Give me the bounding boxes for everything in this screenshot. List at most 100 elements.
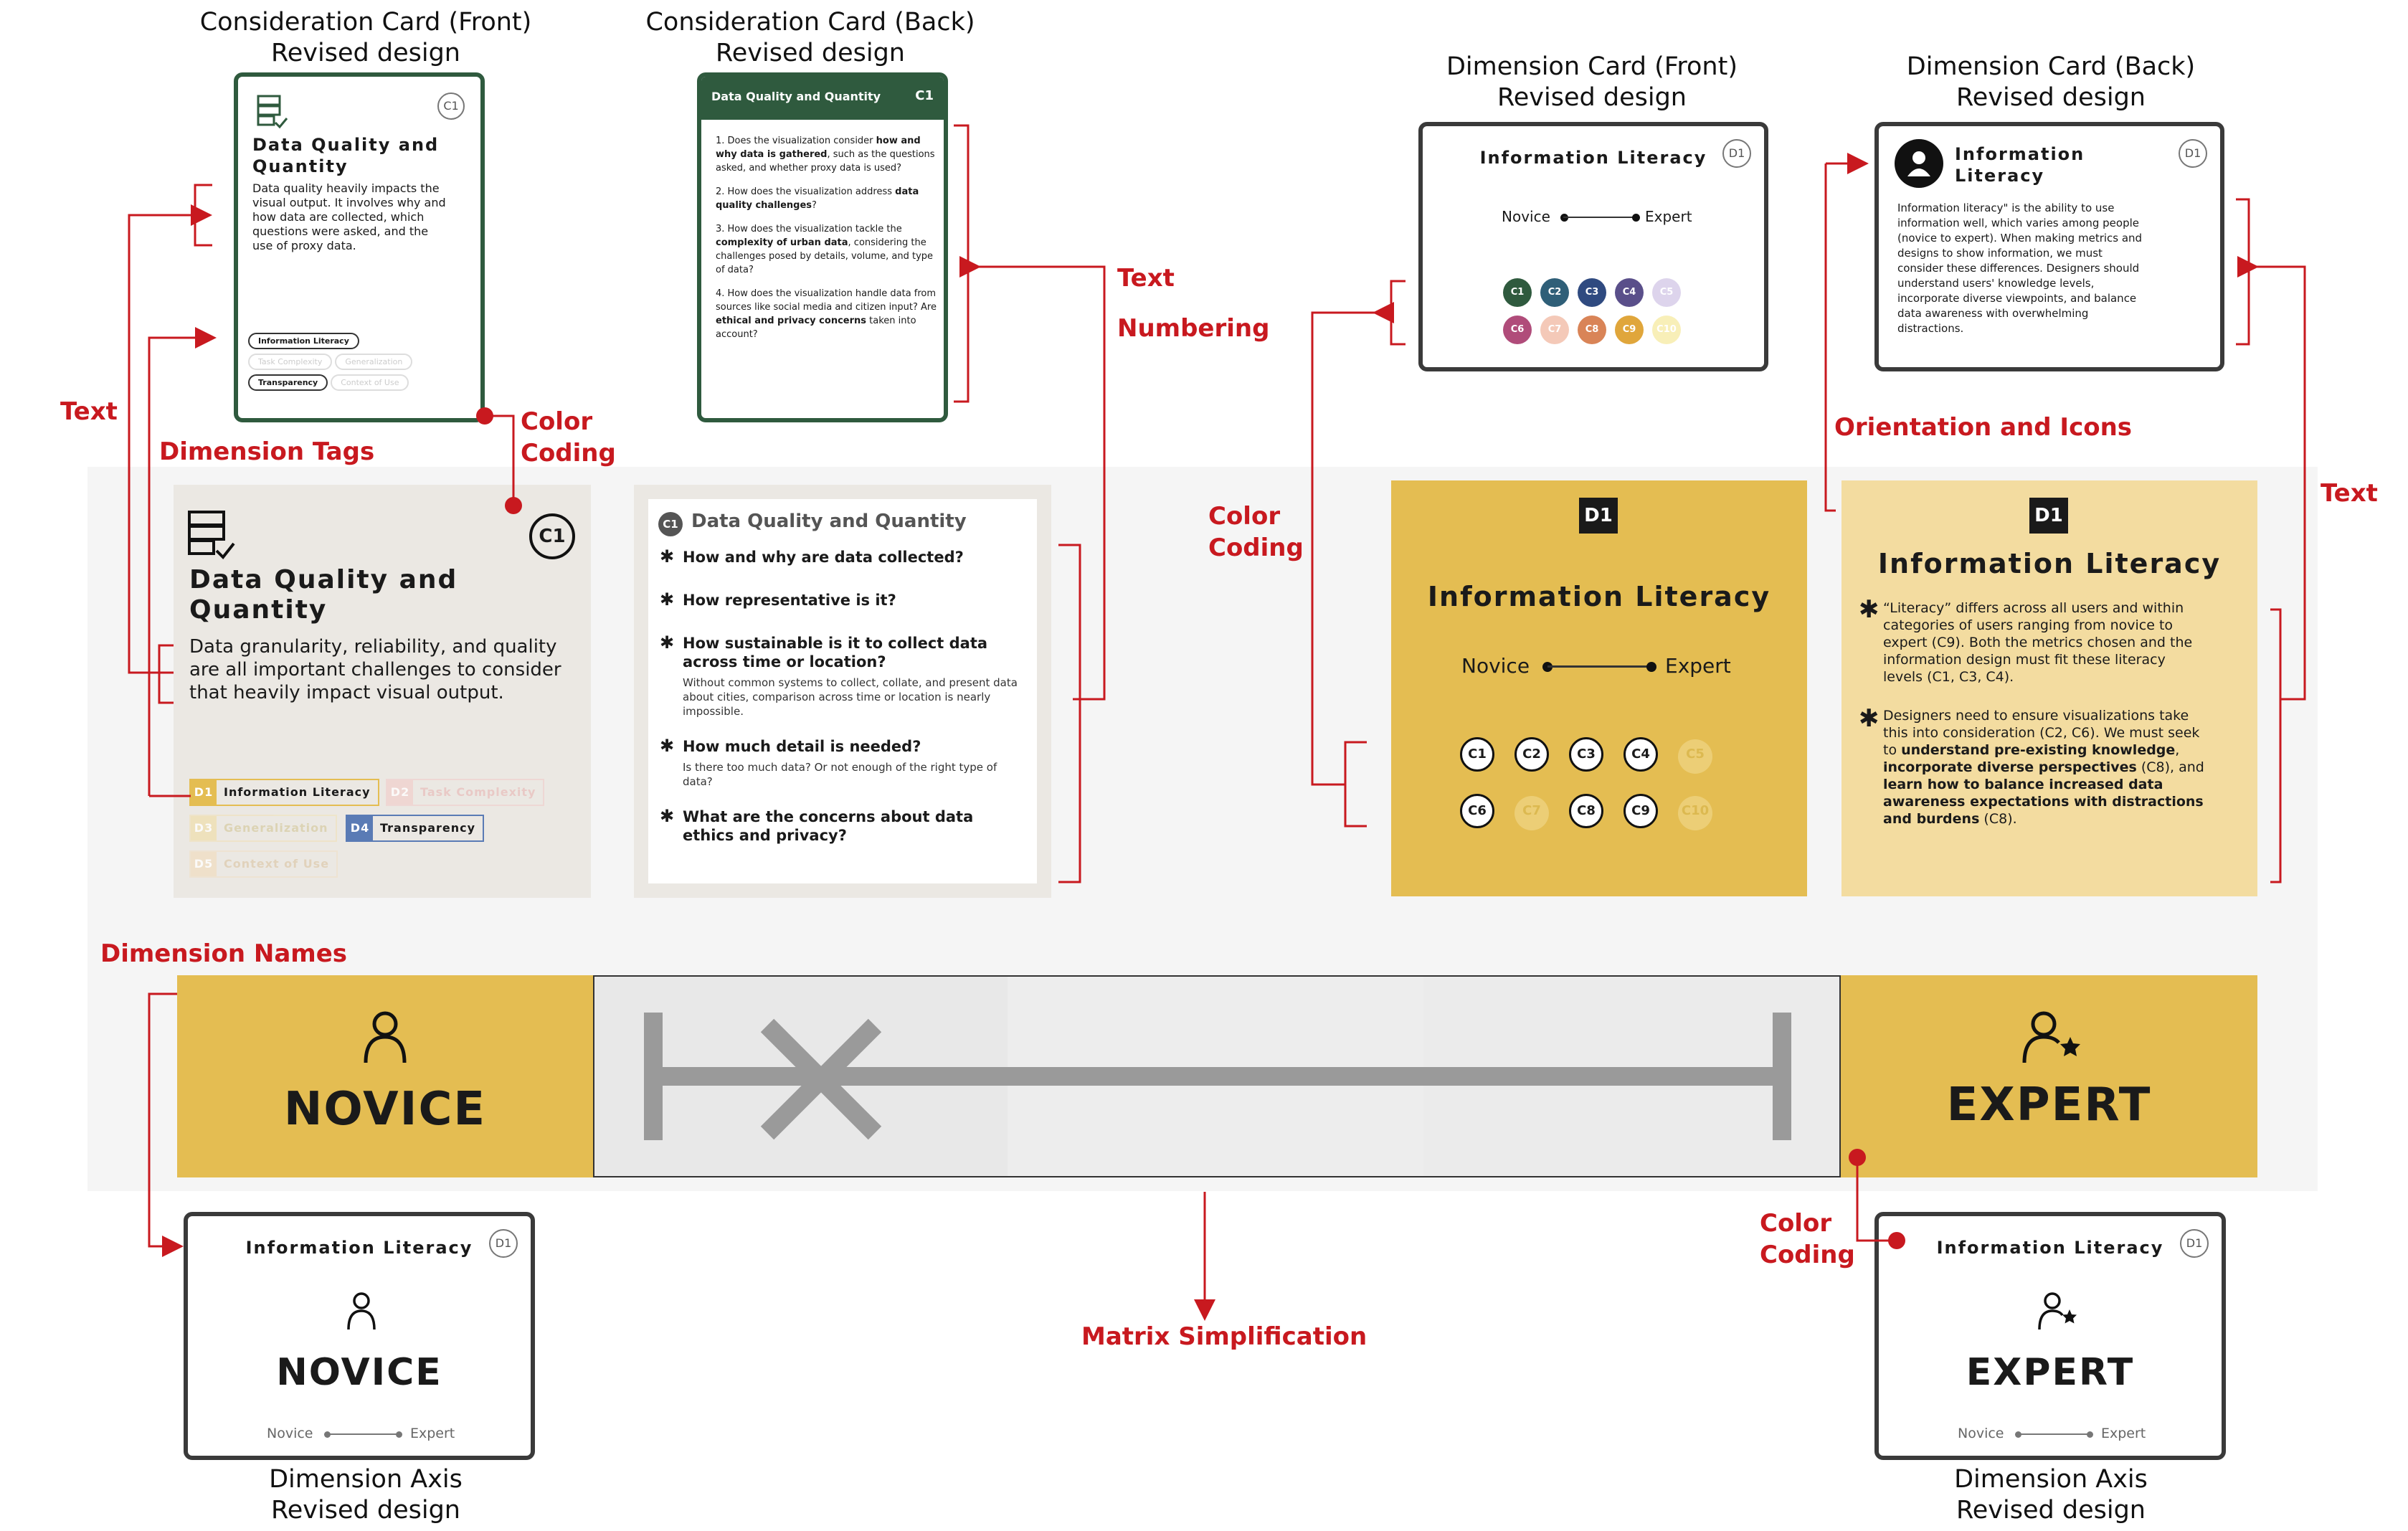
bullet-asterisk-icon: ✱ [1859, 704, 1880, 733]
question-subtext: Without common systems to collect, colla… [683, 676, 1018, 718]
bullet-asterisk-icon: ✱ [660, 632, 675, 653]
card-title: Data Quality and Quantity [252, 134, 439, 177]
card-badge: C1 [437, 93, 465, 120]
axis-expert-label: Expert [410, 1426, 455, 1441]
axis-dot [2087, 1431, 2093, 1438]
card-code: C1 [915, 88, 934, 103]
user-icon [364, 1011, 407, 1063]
card-title: Information Literacy [1936, 1238, 2164, 1258]
body-line: Information literacy" is the ability to … [1897, 202, 2115, 214]
consideration-dot: C10 [1652, 316, 1681, 344]
card-badge: C1 [529, 513, 575, 559]
matrix-novice-label: NOVICE [283, 1083, 487, 1136]
bullet-asterisk-icon: ✱ [1859, 595, 1880, 624]
bullet-asterisk-icon: ✱ [660, 589, 675, 610]
consideration-dot: C3 [1578, 278, 1606, 307]
consideration-circle: C9 [1623, 794, 1658, 828]
body-line: levels (C1, C3, C4). [1883, 669, 2014, 685]
body-line: Data granularity, reliability, and quali… [189, 636, 557, 658]
database-icon [188, 511, 235, 560]
question-item: ✱What are the concerns about data ethics… [660, 806, 1025, 845]
card-title: Data Quality and Quantity [189, 565, 458, 625]
axis-line [327, 1433, 399, 1435]
dimension-tag[interactable]: Generalization [335, 354, 413, 370]
label-line: Color [521, 407, 593, 436]
dimension-tag[interactable]: Context of Use [331, 374, 409, 391]
axis-novice-label: Novice [1461, 654, 1530, 678]
dimension-tag[interactable]: Task Complexity [248, 354, 333, 370]
body-line: “Literacy” differs across all users and … [1883, 600, 2184, 616]
axis-novice-label: Novice [1502, 208, 1550, 225]
consideration-dot: C9 [1615, 316, 1644, 344]
annotation-dimension-names-label: Dimension Names [100, 939, 347, 968]
database-icon [257, 95, 288, 129]
title-line: Quantity [252, 156, 349, 176]
body-line: use of proxy data. [252, 239, 356, 252]
axis-line [1547, 665, 1649, 668]
dimension-tag[interactable]: Information Literacy [248, 333, 359, 349]
bullet-asterisk-icon: ✱ [660, 736, 675, 756]
card-badge: D1 [2179, 139, 2207, 168]
body-line: awareness expectations with distractions [1883, 794, 2204, 810]
axis-expert-label: Expert [1645, 208, 1692, 225]
old-cons-back-card: C1 Data Quality and Quantity ✱How and wh… [634, 485, 1051, 898]
question-item: 2. How does the visualization address da… [716, 186, 919, 211]
cons-front-card: C1 Data Quality and Quantity Data qualit… [234, 72, 485, 422]
axis-dot [1632, 214, 1640, 222]
body-line: to understand pre-existing knowledge, [1883, 742, 2180, 758]
card-title: Information Literacy [1877, 548, 2222, 579]
header-dim-front: Dimension Card (Front) Revised design [1391, 52, 1793, 113]
question-subtext: Is there too much data? Or not enough of… [683, 761, 997, 788]
axis-card-name: EXPERT [1966, 1351, 2135, 1394]
label-line: Coding [1760, 1241, 1855, 1269]
header-line: Revised design [1956, 1496, 2146, 1525]
header-axis-right: Dimension Axis Revised design [1850, 1464, 2252, 1526]
consideration-dot: C2 [1540, 278, 1569, 307]
card-code: D1 [2029, 498, 2068, 534]
consideration-circle: C3 [1569, 737, 1603, 772]
consideration-circle: C5 [1678, 739, 1712, 774]
question-item: ✱How and why are data collected? [660, 546, 1025, 567]
annotation-numbering-label: Numbering [1117, 314, 1270, 343]
annotation-matrix-simplification-label: Matrix Simplification [1081, 1322, 1367, 1351]
question-item: 4. How does the visualization handle dat… [716, 288, 937, 340]
question-text: How and why are data collected? [683, 549, 964, 566]
question-item: 3. How does the visualization tackle the… [716, 224, 934, 275]
user-star-icon [2038, 1292, 2077, 1330]
label-line: Color [1760, 1209, 1832, 1238]
card-title: Data Quality and Quantity [691, 511, 967, 532]
body-line: visual output. It involves why and [252, 196, 446, 209]
axis-dot [396, 1431, 402, 1438]
annotation-color-coding-label: Color Coding [1208, 501, 1304, 564]
consideration-circle: C7 [1515, 796, 1549, 830]
body-line: distractions. [1897, 322, 1964, 335]
card-inner: C1 Data Quality and Quantity ✱How and wh… [648, 499, 1037, 883]
annotation-text-label: Text [60, 397, 118, 426]
card-body: Data quality heavily impacts the visual … [252, 181, 475, 253]
body-line: and burdens (C8). [1883, 811, 2017, 827]
body-line: are all important challenges to consider [189, 659, 561, 681]
dimension-tag[interactable]: Transparency [248, 374, 328, 391]
cons-back-card: Data Quality and Quantity C1 1. Does the… [697, 72, 948, 422]
body-line: expert (C9). Both the metrics chosen and… [1883, 635, 2193, 650]
body-line: information design must fit these litera… [1883, 652, 2166, 668]
header-line: Revised design [271, 39, 460, 67]
old-cons-front-card: C1 Data Quality and Quantity Data granul… [174, 485, 591, 898]
body-line: questions were asked, and the [252, 224, 429, 238]
header-line: Consideration Card (Front) [199, 8, 532, 37]
card-title: Information Literacy [245, 1238, 473, 1258]
user-avatar-icon [1895, 139, 1943, 188]
axis-expert-label: Expert [2101, 1426, 2146, 1441]
title-line: Quantity [189, 595, 328, 625]
card-badge: D1 [2180, 1229, 2209, 1258]
header-axis-left: Dimension Axis Revised design [165, 1464, 567, 1526]
consideration-dot: C6 [1503, 316, 1532, 344]
header-line: Revised design [271, 1496, 460, 1525]
